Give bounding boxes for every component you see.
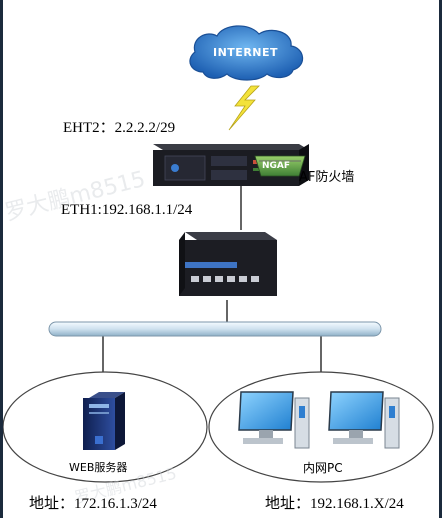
network-diagram [3,25,434,483]
web-server-label: WEB服务器 [69,461,128,474]
network-bus [48,321,382,337]
server-tower-icon [83,392,125,450]
desktop-pc-icon-2 [328,391,400,449]
lan-ip-label: ETH1:192.168.1.1/24 [61,202,193,218]
ngaf-badge-icon [254,155,306,177]
pc-address-label: 地址：192.168.1.X/24 [265,496,404,512]
firewall-device-icon [153,144,309,186]
ngaf-badge-label: NGAF [262,161,291,171]
wan-ip-label: EHT2：2.2.2.2/29 [63,120,176,136]
switch-device-icon [179,232,277,296]
internet-cloud-icon [189,25,304,81]
diagram-canvas: 罗大鹏m8515 罗大鹏m8515 INTERNET EHT2：2.2.2.2/… [3,0,439,518]
firewall-name-label: AF防火墙 [299,170,355,185]
server-address-label: 地址：172.16.1.3/24 [29,496,157,512]
desktop-pc-icon-1 [238,391,310,449]
internet-label: INTERNET [213,46,279,59]
lightning-bolt-icon [228,85,260,131]
intranet-pc-label: 内网PC [303,461,343,475]
